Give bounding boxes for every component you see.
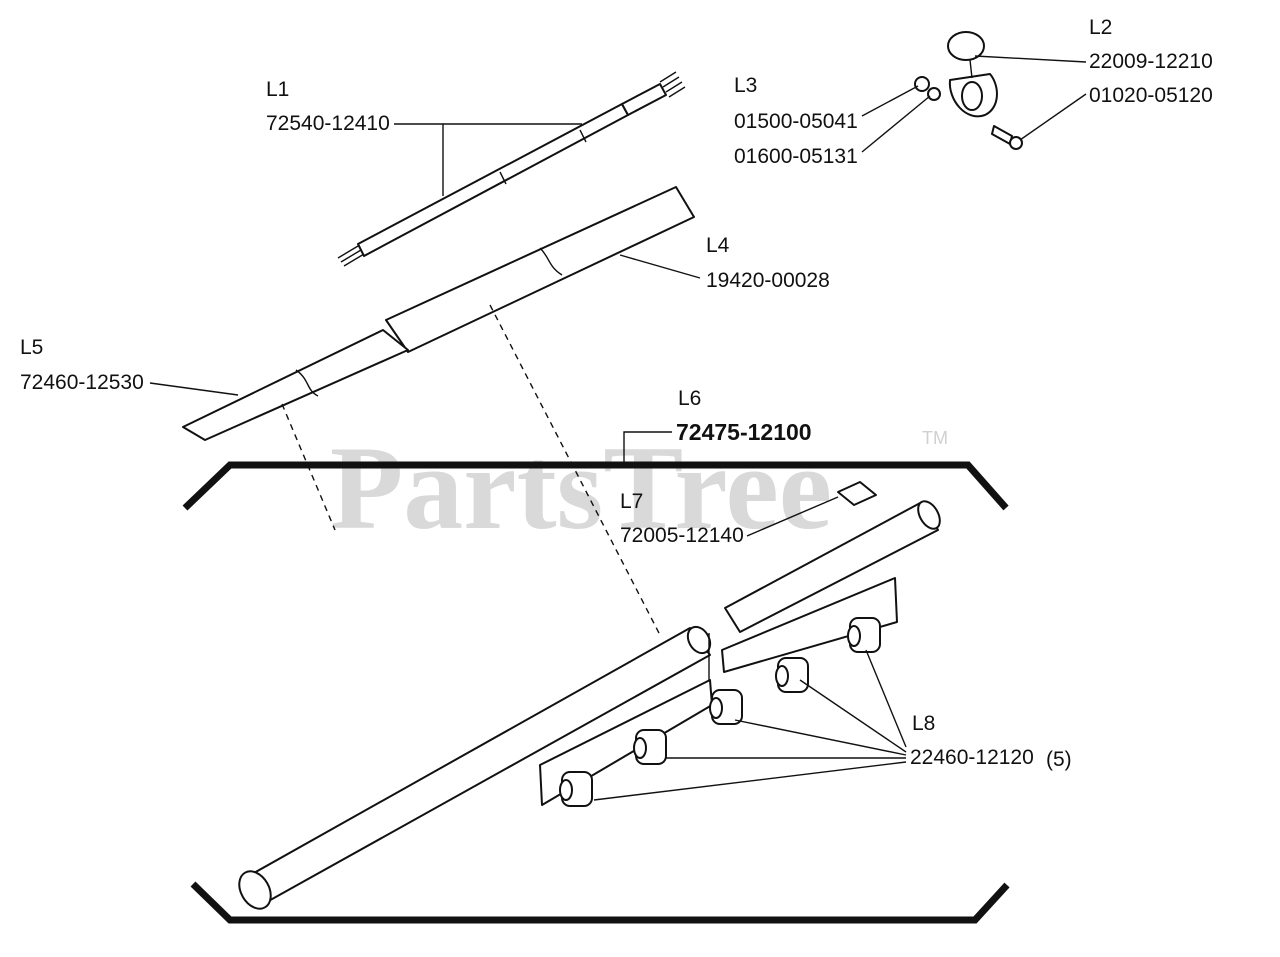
- label-l8-ref: L8: [912, 712, 935, 735]
- label-l1-number: 72540-12410: [266, 112, 390, 135]
- label-l2-number: 22009-12210: [1089, 50, 1213, 73]
- washer: [927, 87, 941, 101]
- label-l8-number: 22460-12120: [910, 746, 1034, 769]
- liner-plate-upper: [721, 577, 898, 673]
- label-l2-number2: 01020-05120: [1089, 84, 1213, 107]
- label-l5-number: 72460-12530: [20, 371, 144, 394]
- label-l6-ref: L6: [678, 387, 701, 410]
- label-l8-qty: (5): [1046, 748, 1072, 771]
- main-tube: [238, 625, 712, 910]
- label-l6-number: 72475-12100: [676, 419, 812, 445]
- assembly-frame-bottom: [190, 881, 1010, 924]
- label-l7-number: 72005-12140: [620, 524, 744, 547]
- label-l3-number: 01500-05041: [734, 110, 858, 133]
- watermark-trademark: TM: [922, 428, 948, 448]
- wrap-sheet: [385, 186, 695, 353]
- assembly-frame-top: [182, 461, 1009, 511]
- liner-sheet: [182, 329, 409, 441]
- label-l4-number: 19420-00028: [706, 269, 830, 292]
- watermark-text: PartsTree: [330, 421, 832, 554]
- label-l3-number2: 01600-05131: [734, 145, 858, 168]
- upper-tube: [724, 500, 941, 633]
- label-plate: [837, 481, 877, 506]
- label-l4-ref: L4: [706, 234, 730, 257]
- label-l1-ref: L1: [266, 78, 289, 101]
- label-l3-ref: L3: [734, 74, 757, 97]
- label-l5-ref: L5: [20, 336, 43, 359]
- drive-shaft: [337, 71, 686, 267]
- bushings: [559, 617, 881, 807]
- nut: [914, 76, 930, 92]
- clamp: [947, 31, 1023, 150]
- l6-leader: [623, 431, 672, 465]
- label-l2-ref: L2: [1089, 16, 1112, 39]
- label-l7-ref: L7: [620, 490, 643, 513]
